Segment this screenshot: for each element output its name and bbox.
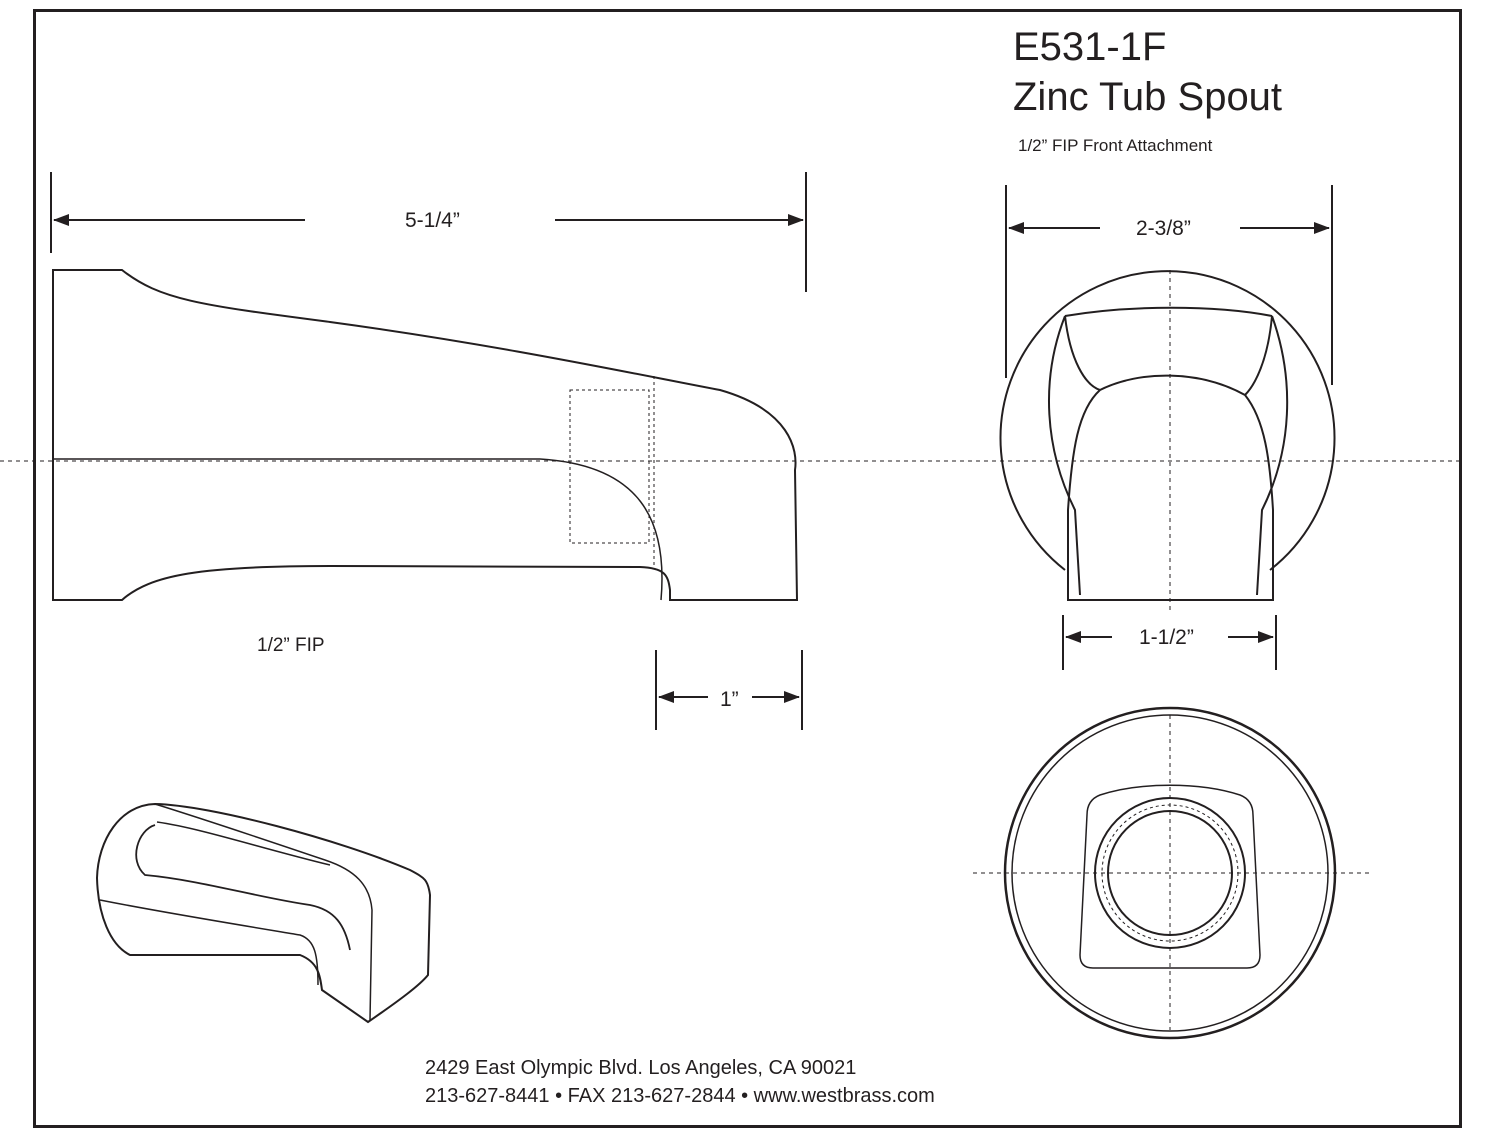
side-view-inner-bore: [53, 458, 663, 601]
nozzle-width-label: 1-1/2”: [1139, 626, 1194, 649]
attachment-note: 1/2” FIP Front Attachment: [1018, 136, 1213, 155]
dimension-overall-length: [50, 172, 807, 292]
end-view-outer-ring: [1003, 706, 1337, 1040]
model-number: E531-1F: [1013, 25, 1167, 69]
front-view-circle-arc: [999, 270, 1336, 571]
isometric-view: [95, 802, 432, 1024]
footer-contact: 213-627-8441 • FAX 213-627-2844 • www.we…: [425, 1085, 935, 1107]
front-view-side-line-left: [1048, 315, 1081, 596]
side-view-thread-hidden: [569, 389, 650, 544]
width-label: 2-3/8”: [1136, 217, 1191, 240]
center-lines: [0, 270, 1460, 1030]
iso-slot-outline: [135, 824, 351, 951]
front-view: [999, 270, 1336, 601]
iso-top-edge: [154, 803, 373, 1021]
end-view-bore-outer: [1094, 797, 1246, 949]
end-view: [1003, 706, 1337, 1040]
drawing-frame: [33, 9, 1462, 1128]
overall-length-label: 5-1/4”: [405, 209, 460, 232]
end-view-bore-dashed: [1101, 804, 1239, 942]
dimension-nozzle-width: [1062, 615, 1277, 670]
front-view-top-band: [1064, 306, 1273, 317]
front-view-side-line-right: [1256, 315, 1289, 596]
front-view-right-wing: [1244, 315, 1273, 396]
inlet-label: 1/2” FIP: [257, 635, 325, 656]
dimension-width: [1005, 185, 1333, 385]
end-view-nozzle-outline: [1079, 784, 1261, 969]
side-view-outline: [52, 269, 799, 601]
side-view: [52, 269, 799, 601]
end-view-inner-ring: [1011, 714, 1329, 1032]
iso-outer-outline: [95, 802, 432, 1024]
front-view-left-wing: [1064, 315, 1101, 391]
product-name: Zinc Tub Spout: [1013, 75, 1283, 119]
iso-slot-inner: [156, 821, 331, 866]
end-view-bore-inner: [1107, 810, 1233, 936]
iso-lower-edge: [99, 899, 319, 986]
footer-address: 2429 East Olympic Blvd. Los Angeles, CA …: [425, 1057, 857, 1079]
outlet-offset-label: 1”: [720, 688, 739, 711]
dimension-outlet-offset: [655, 650, 803, 730]
front-view-body: [1067, 374, 1274, 601]
